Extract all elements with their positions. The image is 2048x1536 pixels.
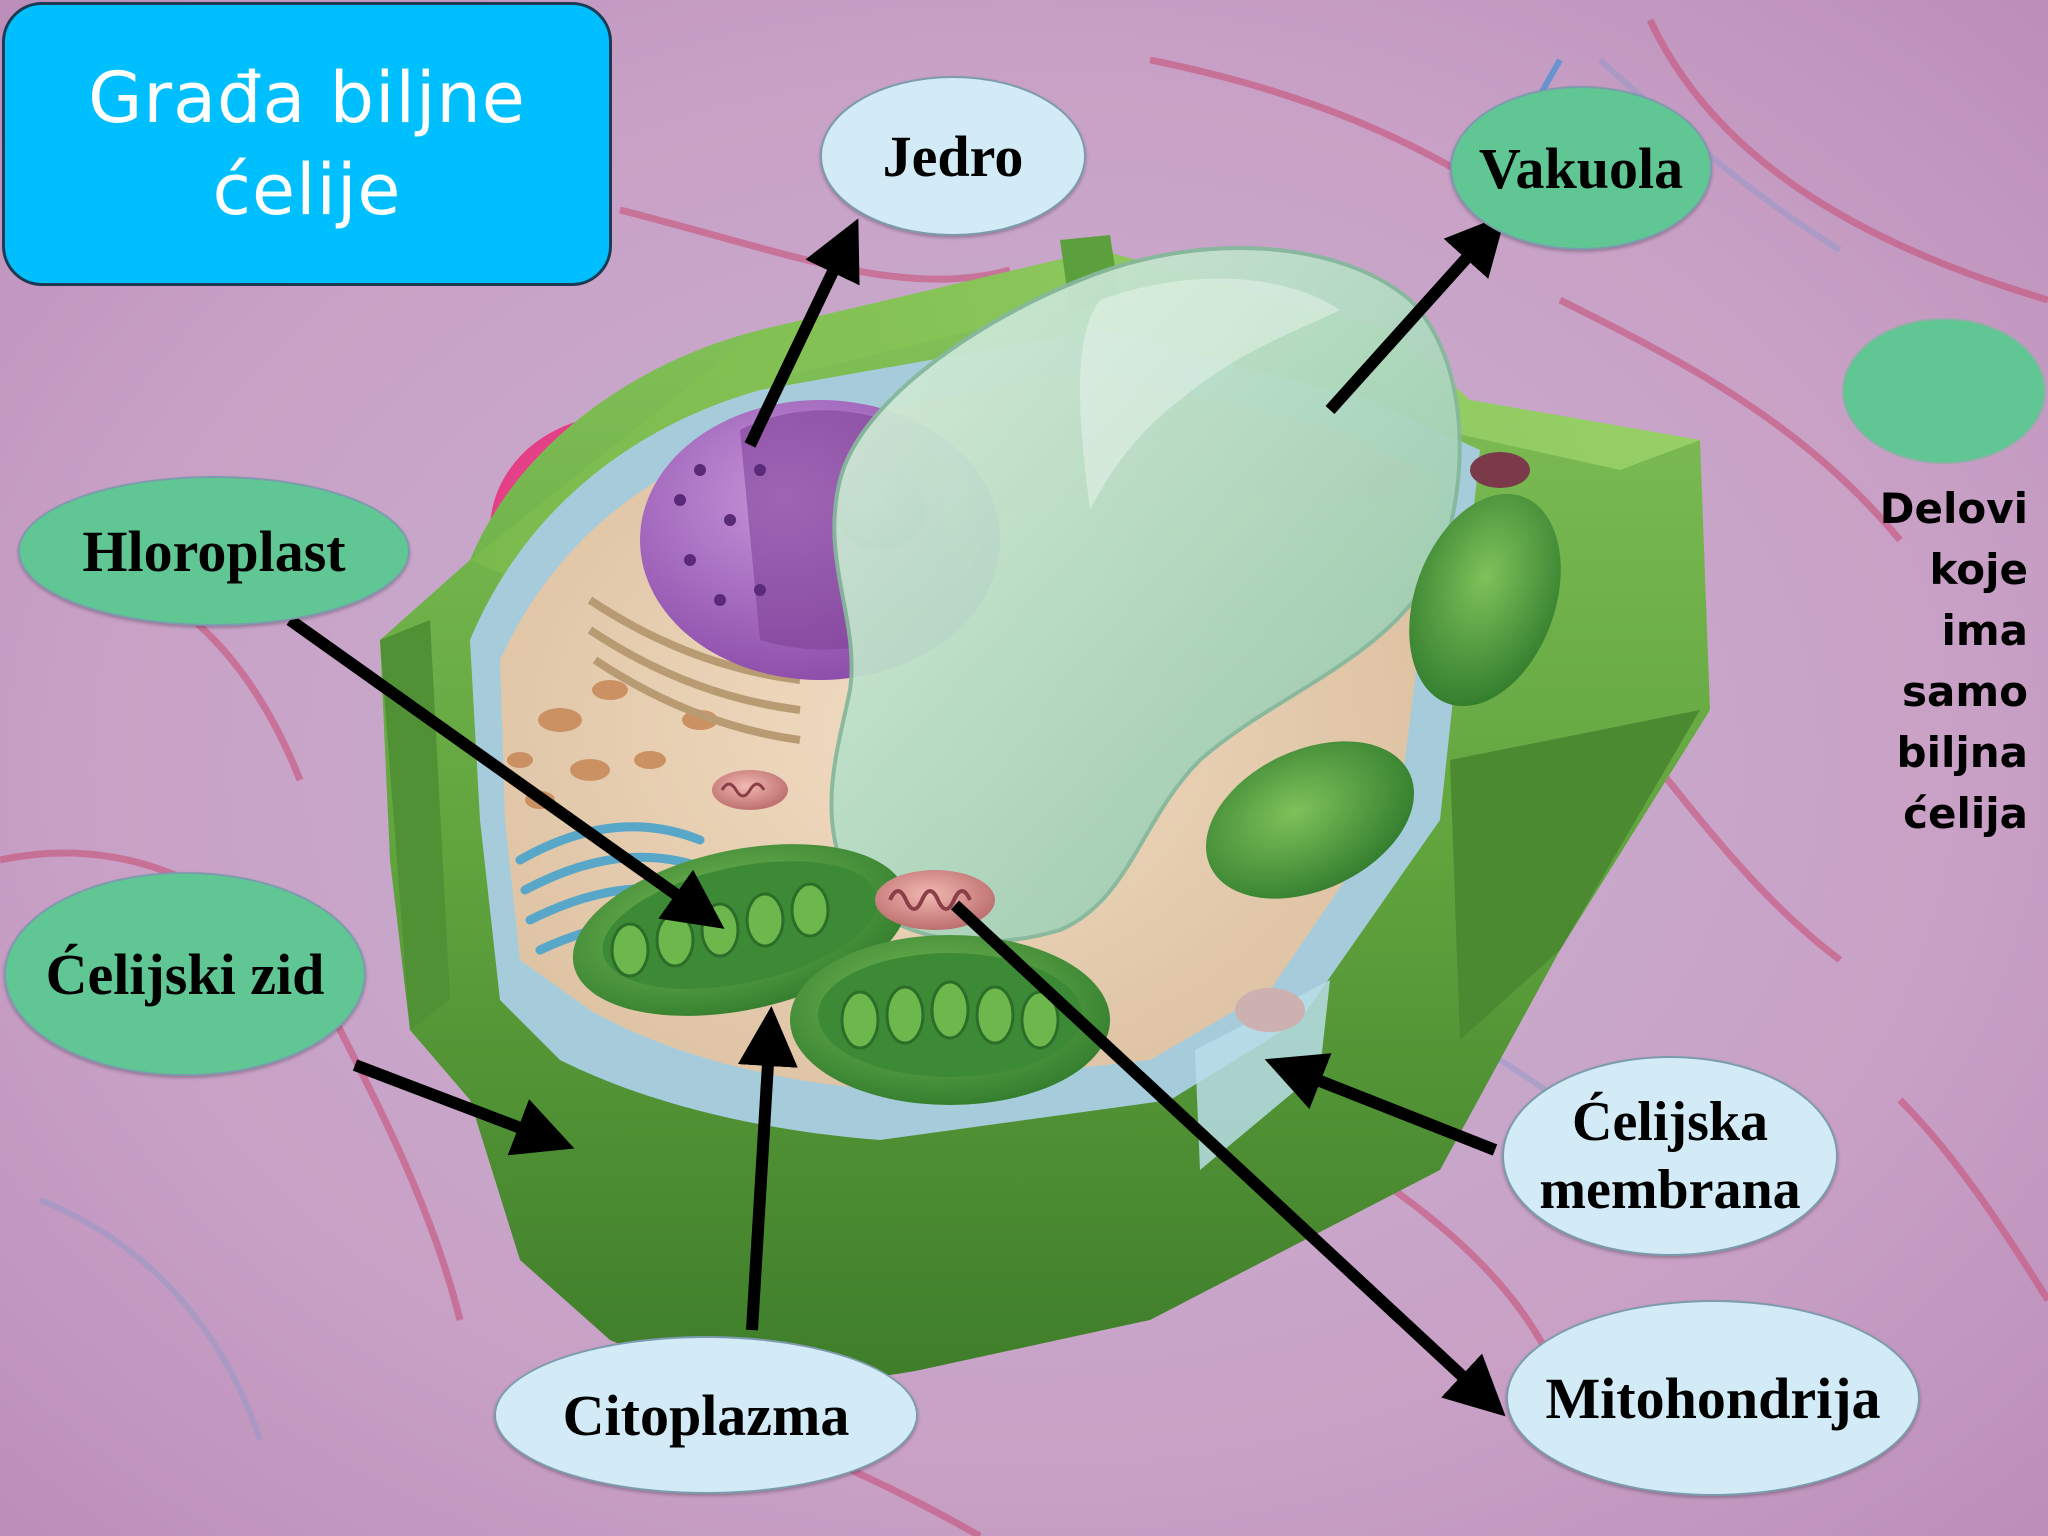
legend-note-line: ćelija (1903, 789, 2028, 838)
label-citoplazma-text: Citoplazma (562, 1382, 850, 1448)
label-celijski-zid: Ćelijski zid (4, 872, 366, 1076)
label-hloroplast-text: Hloroplast (82, 518, 346, 584)
label-mitohondrija-text: Mitohondrija (1545, 1365, 1881, 1431)
label-hloroplast: Hloroplast (18, 476, 410, 626)
title-box: Građa biljne ćelije (2, 2, 612, 286)
label-celijska-membrana-line-2: membrana (1539, 1159, 1801, 1221)
label-celijski-zid-text: Ćelijski zid (45, 941, 325, 1007)
label-vakuola: Vakuola (1450, 86, 1712, 250)
arrow-jedro (744, 218, 860, 448)
arrow-mitohondrija (950, 900, 1506, 1417)
arrow-hloroplast (286, 615, 725, 929)
label-celijska-membrana-line-1: Ćelijska (1572, 1091, 1768, 1153)
legend-note-line: ima (1941, 606, 2028, 655)
arrow-vakuola (1325, 214, 1507, 415)
arrow-celijska-membrana (1264, 1053, 1498, 1156)
label-celijska-membrana: Ćelijska membrana (1502, 1056, 1838, 1256)
legend-note-line: koje (1929, 545, 2028, 594)
arrow-celijski-zid (352, 1059, 575, 1156)
label-jedro: Jedro (820, 76, 1086, 236)
legend-note-line: biljna (1896, 728, 2029, 777)
arrow-citoplazma (737, 1006, 798, 1331)
legend-note-line: Delovi (1879, 484, 2028, 533)
label-jedro-text: Jedro (882, 123, 1024, 189)
legend-note: Delovi koje ima samo biljna ćelija (1828, 478, 2028, 844)
label-vakuola-text: Vakuola (1478, 135, 1684, 201)
title-line-1: Građa biljne (88, 57, 526, 139)
legend-note-line: samo (1902, 667, 2028, 716)
legend-circle (1842, 318, 2046, 464)
title-line-2: ćelije (212, 149, 402, 231)
label-citoplazma: Citoplazma (494, 1336, 918, 1494)
label-mitohondrija: Mitohondrija (1506, 1300, 1920, 1496)
